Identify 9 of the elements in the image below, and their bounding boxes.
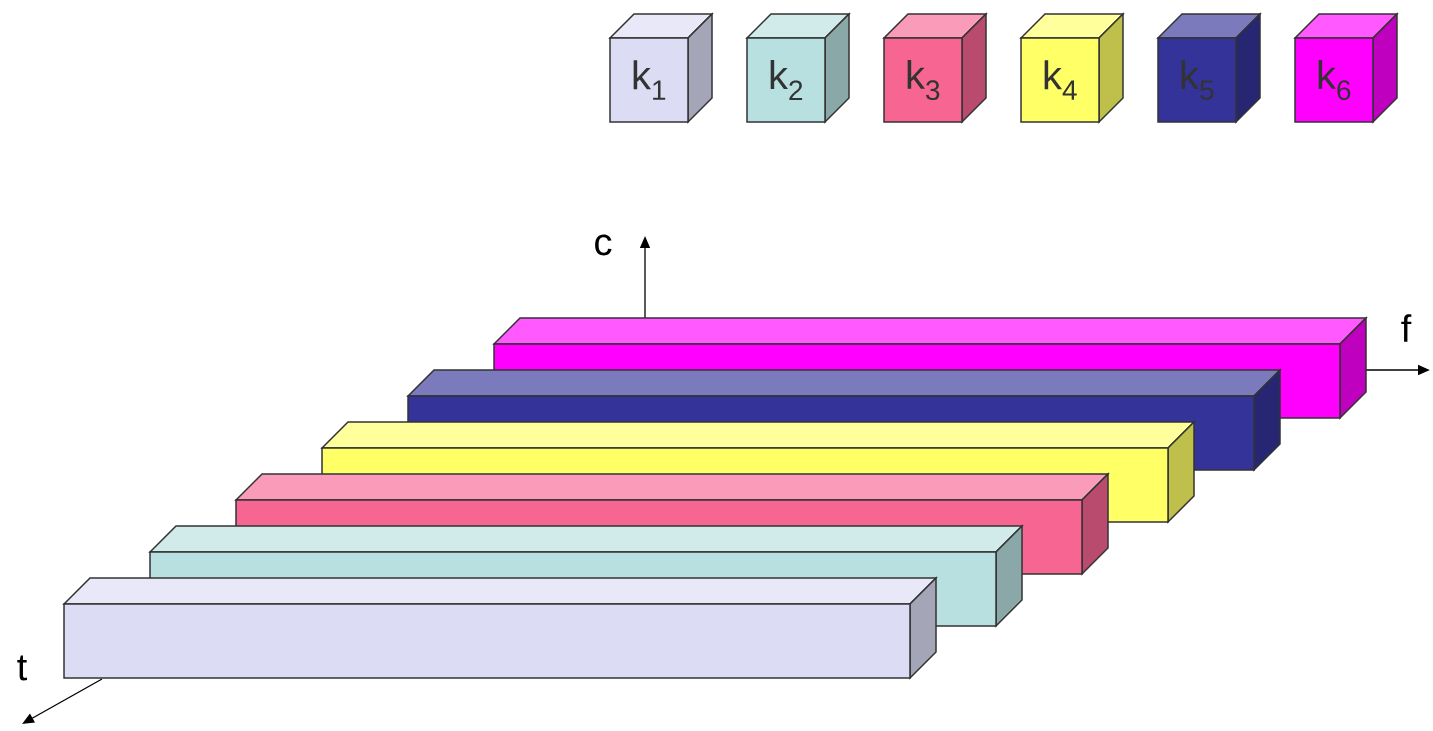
legend-label: k$_{3}$: [907, 59, 940, 101]
legend-label: k$_{6}$: [1318, 59, 1351, 101]
axis-label: c: [595, 234, 612, 256]
axis-label: f: [1401, 314, 1412, 342]
axis-label: t: [17, 655, 27, 681]
legend-label: k$_{1}$: [633, 60, 666, 100]
legend-label: k$_{4}$: [1044, 60, 1077, 100]
legend-label: k$_{2}$: [770, 60, 803, 100]
legend-label: k$_{5}$: [1181, 60, 1214, 100]
